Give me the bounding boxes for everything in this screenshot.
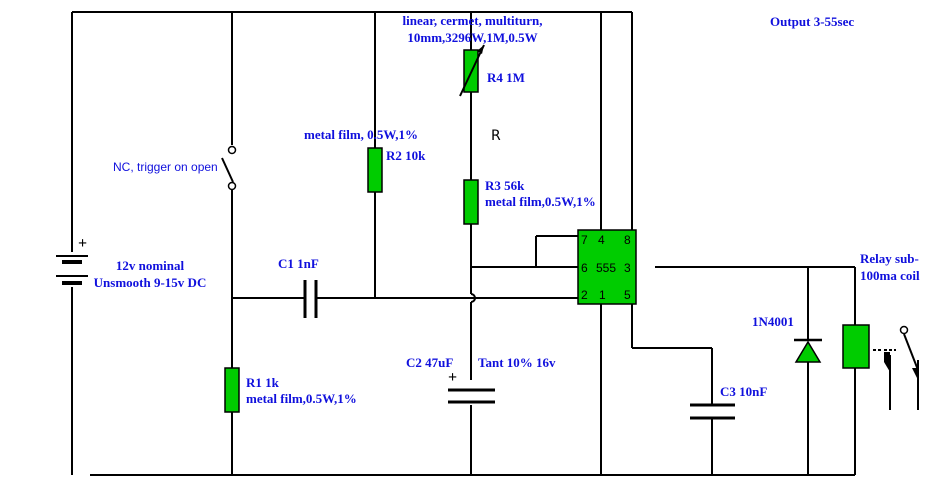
ic-part-number: 555 — [596, 261, 616, 275]
ic-555: 7 4 8 6 555 3 2 1 5 — [577, 229, 637, 305]
diode-label: 1N4001 — [752, 314, 794, 329]
r3-resistor — [463, 179, 479, 225]
r2-spec: metal film, 0.5W,1% — [304, 127, 418, 142]
relay-label-line2: 100ma coil — [860, 268, 920, 283]
output-label: Output 3-55sec — [770, 14, 855, 29]
ic-pin-6: 6 — [581, 261, 588, 275]
wiring — [71, 11, 856, 476]
c1-capacitor — [303, 280, 318, 318]
c3-capacitor — [690, 403, 735, 420]
c1-label: C1 1nF — [278, 256, 319, 271]
r4-spec-line2: 10mm,3296W,1M,0.5W — [407, 30, 538, 45]
battery-plus-sign: + — [78, 235, 88, 252]
supply-label-line2: Unsmooth 9-15v DC — [93, 275, 207, 290]
ic-pin-4: 4 — [598, 233, 605, 247]
c2-label: C2 47uF — [406, 355, 454, 370]
r1-resistor — [224, 367, 240, 413]
battery-symbol — [56, 240, 90, 480]
stray-r-mark: R — [491, 128, 501, 144]
c2-plus-sign: + — [448, 369, 458, 386]
r3-spec: metal film,0.5W,1% — [485, 194, 596, 209]
relay-label-line1: Relay sub- — [860, 251, 919, 266]
r2-label: R2 10k — [386, 148, 426, 163]
r2-resistor — [367, 147, 383, 193]
r3-label: R3 56k — [485, 178, 525, 193]
r4-spec-line1: linear, cermet, multiturn, — [402, 13, 543, 28]
ic-pin-3: 3 — [624, 261, 631, 275]
r4-variable-resistor — [459, 44, 485, 97]
c2-spec: Tant 10% 16v — [478, 355, 556, 370]
switch-symbol — [221, 145, 237, 191]
c2-capacitor — [448, 388, 495, 404]
relay-contact — [873, 325, 919, 410]
ic-pin-2: 2 — [581, 288, 588, 302]
supply-label-line1: 12v nominal — [115, 258, 185, 273]
ic-pin-5: 5 — [624, 288, 631, 302]
ic-pin-7: 7 — [581, 233, 588, 247]
c3-label: C3 10nF — [720, 384, 768, 399]
diode-symbol — [794, 338, 822, 363]
ic-pin-1: 1 — [599, 288, 606, 302]
relay-coil — [842, 324, 870, 369]
r1-spec: metal film,0.5W,1% — [246, 391, 357, 406]
switch-label: NC, trigger on open — [113, 160, 218, 174]
r1-label: R1 1k — [246, 375, 279, 390]
ic-pin-8: 8 — [624, 233, 631, 247]
r4-label: R4 1M — [487, 70, 525, 85]
